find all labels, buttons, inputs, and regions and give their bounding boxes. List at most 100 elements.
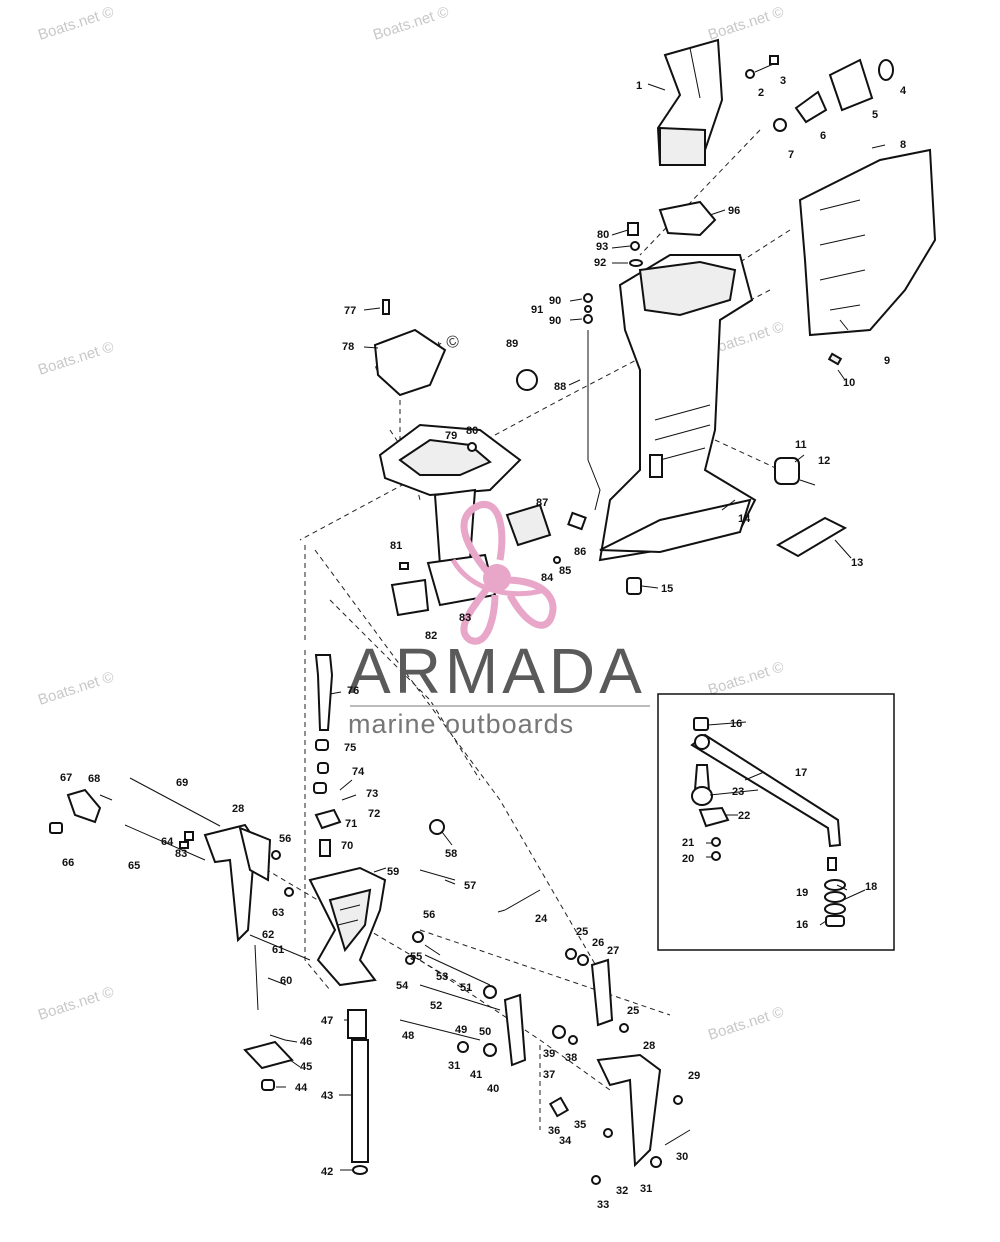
small-hardware-80-93-92 — [583, 222, 643, 324]
watermark: Boats.net © — [36, 338, 116, 378]
part-label: 12 — [818, 455, 830, 467]
part-label: 64 — [161, 836, 174, 848]
part-label: 46 — [300, 1036, 312, 1048]
part-label: 37 — [543, 1069, 555, 1081]
part-label: 31 — [640, 1183, 652, 1195]
part-label: 56 — [279, 833, 291, 845]
part-label: 69 — [176, 777, 188, 789]
part-label: 70 — [341, 840, 353, 852]
part-label: 75 — [344, 742, 356, 754]
part-label: 74 — [352, 766, 365, 778]
part-label: 27 — [607, 945, 619, 957]
gasket-96 — [658, 200, 717, 237]
part-label: 33 — [597, 1199, 609, 1211]
swivel-bracket — [308, 866, 387, 987]
part-label: 14 — [738, 513, 751, 525]
part-label: 25 — [627, 1005, 639, 1017]
part-label: 40 — [487, 1083, 499, 1095]
part-label: 41 — [470, 1069, 482, 1081]
bracket-82-83 — [390, 553, 497, 617]
part-label: 1 — [636, 80, 642, 92]
part-label: 15 — [661, 583, 673, 595]
part-label: 76 — [347, 685, 359, 697]
part-label: 28 — [643, 1040, 655, 1052]
part-label: 50 — [479, 1026, 491, 1038]
pivot-tube-42-43-47 — [347, 1009, 369, 1175]
part-label: 55 — [410, 951, 422, 963]
part-label: 82 — [425, 630, 437, 642]
watermark: Boats.net © — [371, 3, 451, 43]
part-label: 65 — [128, 860, 140, 872]
tray-87 — [505, 503, 561, 564]
watermark: Boats.net © — [706, 3, 786, 43]
part-label: 2 — [758, 87, 764, 99]
part-label: 11 — [795, 439, 807, 451]
steering-arm-inset — [657, 693, 895, 951]
plug-15 — [626, 577, 642, 595]
part-label: 87 — [536, 497, 548, 509]
part-label: 96 — [728, 205, 740, 217]
part-label: 21 — [682, 837, 694, 849]
brand-subtitle: marine outboards — [348, 709, 574, 739]
exhaust-tube-icon — [656, 38, 724, 166]
part-label: 47 — [321, 1015, 333, 1027]
part-label: 83 — [175, 848, 187, 860]
part-label: 71 — [345, 818, 357, 830]
part-label: 32 — [616, 1185, 628, 1197]
part-label: 91 — [531, 304, 543, 316]
part-label: 26 — [592, 937, 604, 949]
watermark: Boats.net © — [706, 658, 786, 698]
pivot-shaft-icon — [313, 654, 357, 857]
watermark: Boats.net © — [36, 3, 116, 43]
part-label: 7 — [788, 149, 794, 161]
watermark: Boats.net © — [36, 983, 116, 1023]
part-label: 73 — [366, 788, 378, 800]
part-label: 86 — [574, 546, 586, 558]
part-label: 6 — [820, 130, 826, 142]
part-label: 67 — [60, 772, 72, 784]
part-label: 49 — [455, 1024, 467, 1036]
part-label: 80 — [597, 229, 609, 241]
part-label: 72 — [368, 808, 380, 820]
part-label: 43 — [321, 1090, 333, 1102]
part-label: 90 — [549, 295, 561, 307]
part-label: 42 — [321, 1166, 333, 1178]
part-label: 48 — [402, 1030, 414, 1042]
part-label: 90 — [549, 315, 561, 327]
part-label: 30 — [676, 1151, 688, 1163]
part-label: 39 — [543, 1048, 555, 1060]
propeller-logo-icon — [450, 501, 557, 645]
long-rods-69-65 — [124, 777, 311, 1011]
steering-arm-icon — [690, 717, 846, 927]
part-label: 13 — [851, 557, 863, 569]
part-label: 20 — [682, 853, 694, 865]
part-label: 22 — [738, 810, 750, 822]
part-label: 80 — [466, 425, 478, 437]
part-label: 57 — [464, 880, 476, 892]
part-label: 81 — [390, 540, 402, 552]
seal-13 — [775, 516, 848, 558]
part-label: 53 — [436, 971, 448, 983]
part-label: 59 — [387, 866, 399, 878]
bushing-89 — [516, 369, 538, 391]
watermark: Boats.net © — [36, 668, 116, 708]
part-label: 35 — [574, 1119, 586, 1131]
part-label: 88 — [554, 381, 566, 393]
part-label: 52 — [430, 1000, 442, 1012]
bolt-washer-2-3 — [745, 55, 779, 79]
part-label: 4 — [900, 85, 907, 97]
part-label: 23 — [732, 786, 744, 798]
clamp-bracket-left-28 — [203, 823, 294, 943]
part-label: 5 — [872, 109, 878, 121]
grommet-5 — [773, 58, 894, 132]
part-label: 56 — [423, 909, 435, 921]
part-label: 66 — [62, 857, 74, 869]
exhaust-housing-9 — [798, 148, 937, 366]
tilt-cylinder-40 — [457, 985, 527, 1067]
brand-title: ARMADA — [348, 635, 646, 707]
part-label: 85 — [559, 565, 571, 577]
clamp-44-45-46 — [243, 1034, 294, 1091]
leader-lines — [267, 83, 886, 1171]
